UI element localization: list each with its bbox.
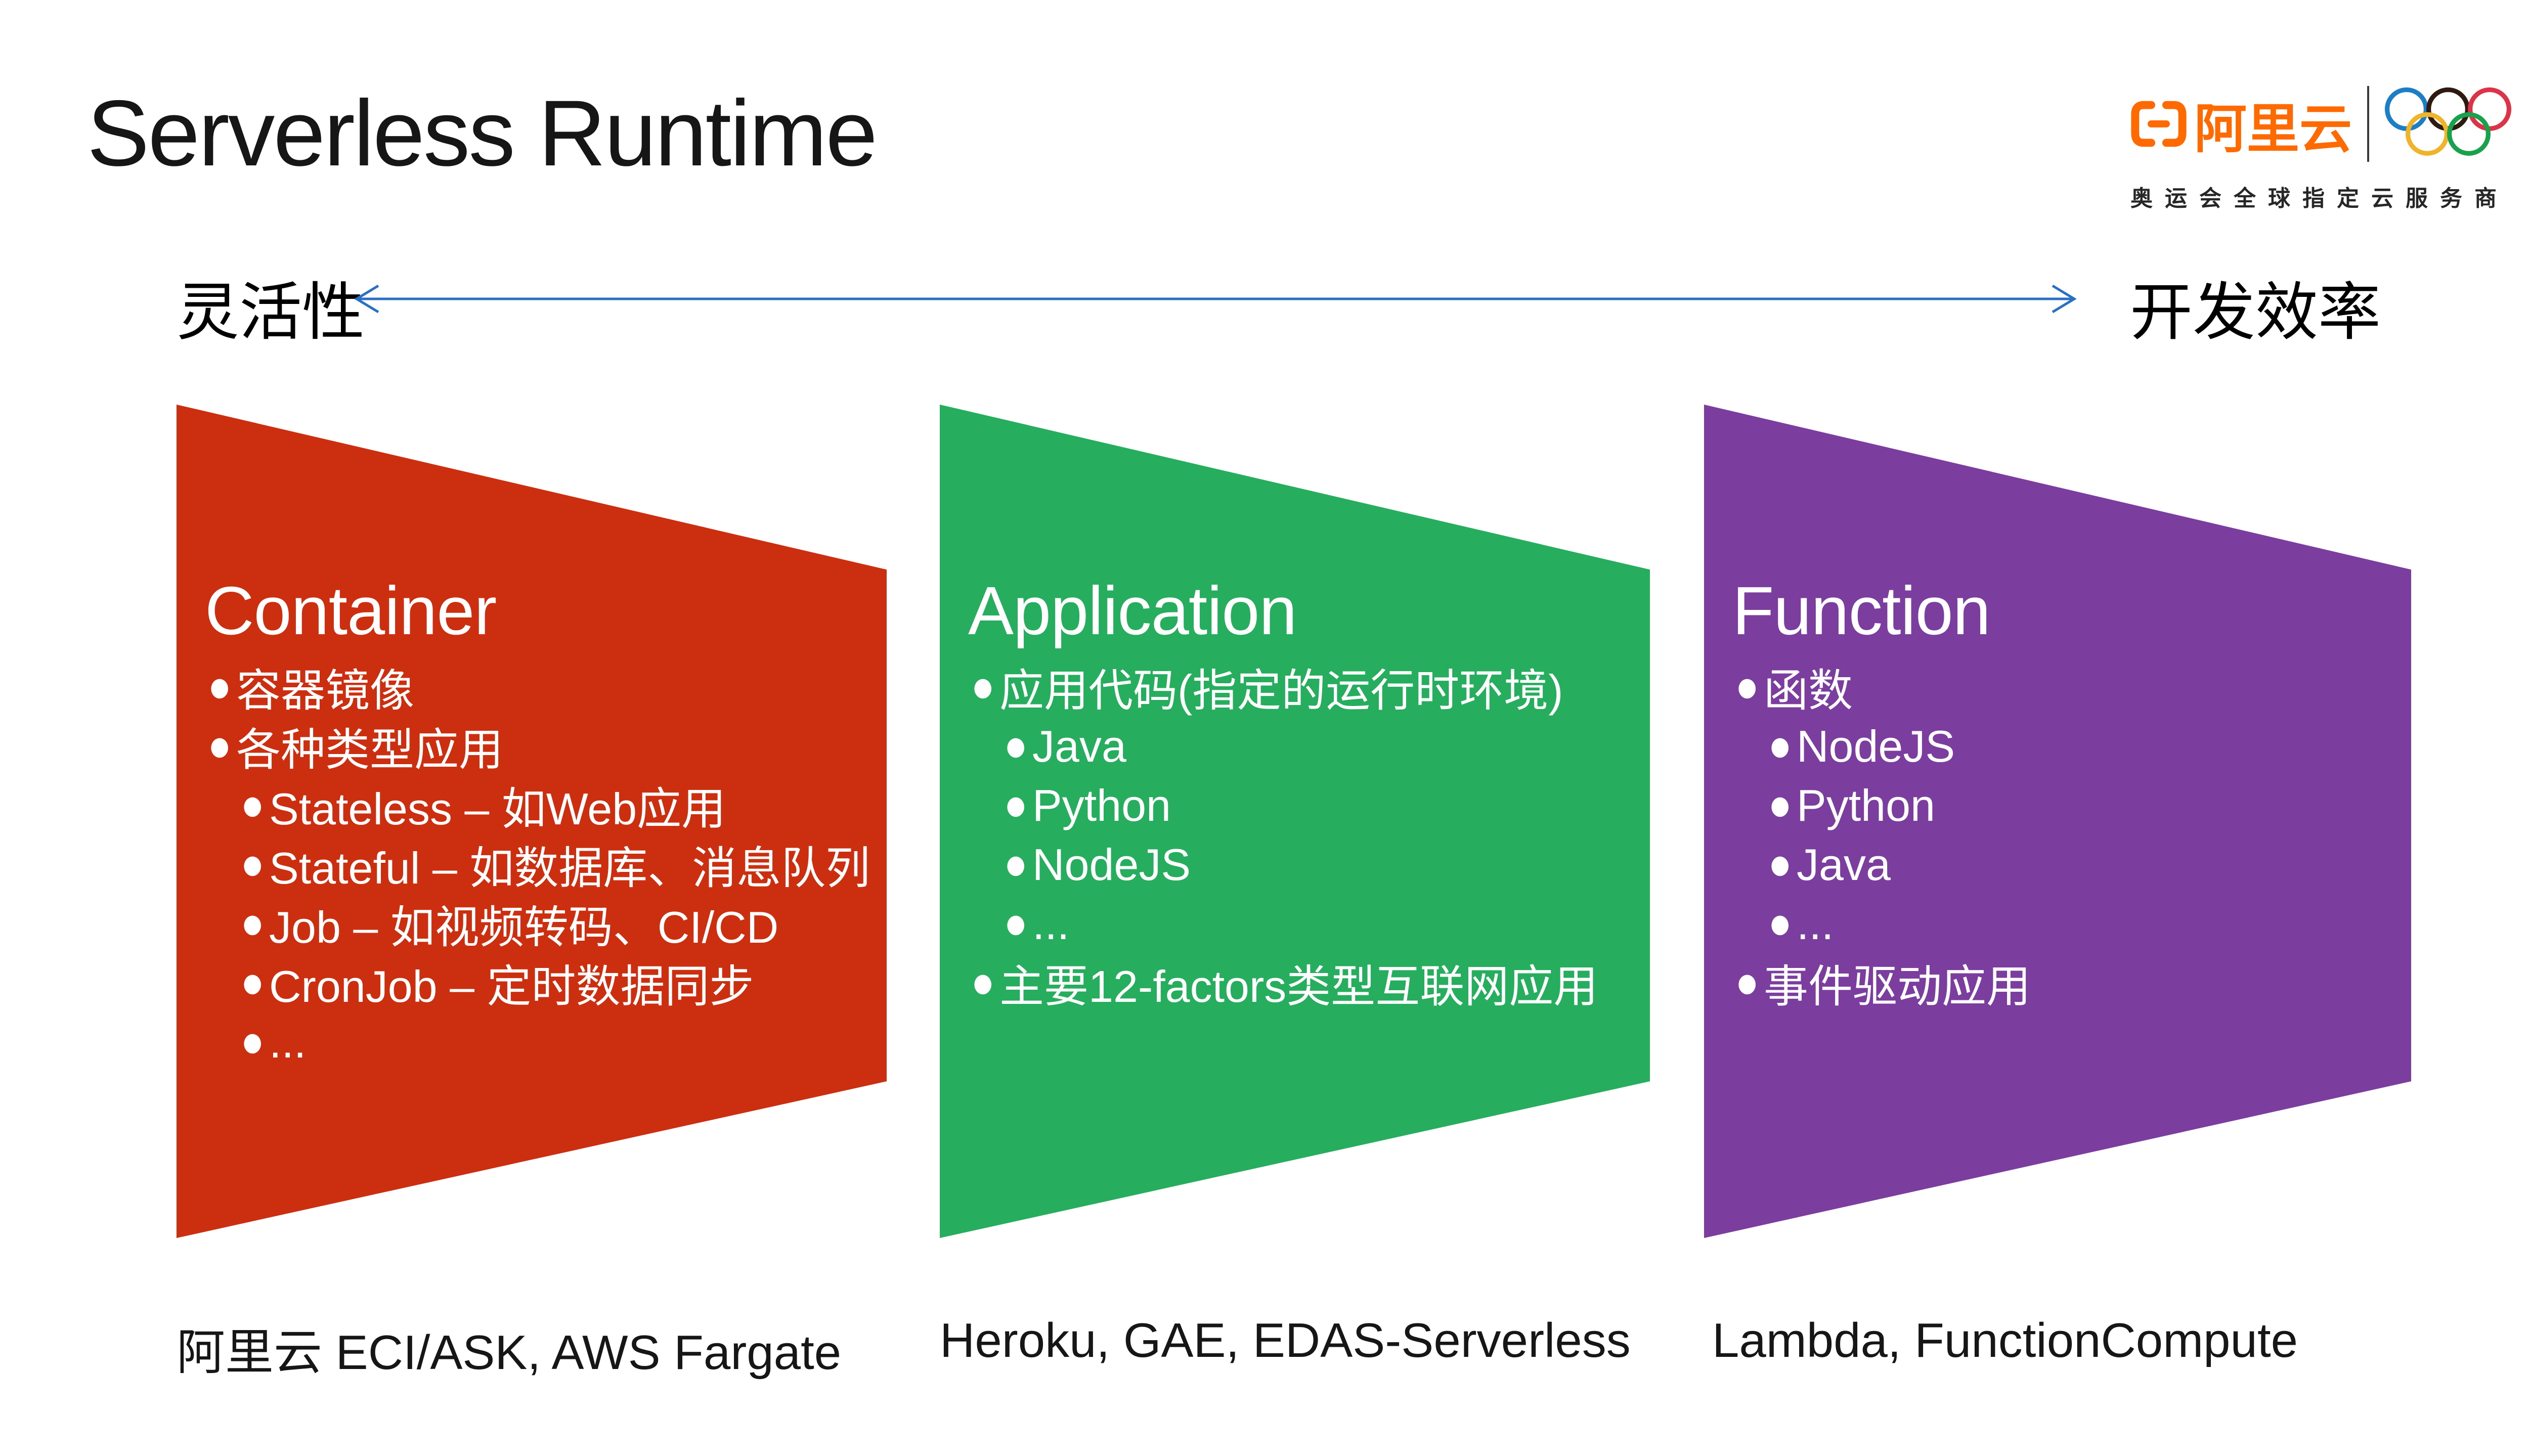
brand-divider [2367, 86, 2370, 162]
bullet-item: ●Java [1006, 721, 1126, 771]
bullet-item: ●... [1770, 898, 1834, 949]
axis-left-label: 灵活性 [177, 278, 365, 347]
bullet-dot-icon: ● [243, 790, 263, 820]
panel-heading: Function [1732, 572, 1991, 649]
panel-caption: Lambda, FunctionCompute [1712, 1313, 2298, 1367]
bullet-list: ●函数 ●NodeJS ●Python ●Java ●... ●事件驱动应用 [1704, 657, 2411, 1012]
bullet-dot-icon: ● [1737, 967, 1757, 998]
brand-row: 阿里云 [2130, 76, 2515, 172]
bullet-item: ●容器镜像 [210, 666, 415, 716]
bullet-dot-icon: ● [1770, 908, 1790, 939]
bullet-dot-icon: ● [1006, 731, 1026, 761]
bullet-dot-icon: ● [1737, 672, 1757, 702]
bullet-list: ●容器镜像 ●各种类型应用 ●Stateless – 如Web应用 ●State… [177, 657, 887, 1072]
brand-name: 阿里云 [2194, 100, 2352, 159]
bullet-dot-icon: ● [243, 908, 263, 939]
bullet-item: ●Java [1770, 839, 1891, 890]
bullet-item: ●Stateful – 如数据库、消息队列 [243, 843, 870, 893]
bullet-item: ●Python [1770, 780, 1935, 830]
alibaba-cloud-logo-icon [2131, 101, 2187, 147]
bullet-dot-icon: ● [243, 849, 263, 879]
bullet-item: ●主要12-factors类型互联网应用 [973, 961, 1598, 1011]
bullet-item: ●Python [1006, 780, 1171, 830]
bullet-item: ●... [1006, 898, 1070, 949]
bullet-dot-icon: ● [1006, 790, 1026, 820]
bullet-item: ●各种类型应用 [210, 725, 504, 775]
bullet-item: ●NodeJS [1770, 721, 1955, 771]
bullet-dot-icon: ● [210, 731, 230, 761]
bullet-item: ●NodeJS [1006, 839, 1191, 890]
bullet-dot-icon: ● [210, 672, 230, 702]
page-title: Serverless Runtime [87, 81, 878, 186]
bullet-item: ●... [243, 1017, 307, 1067]
panel-heading: Container [205, 572, 497, 649]
panel-heading: Application [968, 572, 1297, 649]
container-panel: Container ●容器镜像 ●各种类型应用 ●Stateless – 如We… [177, 405, 887, 1238]
bullet-dot-icon: ● [1006, 908, 1026, 939]
bullet-item: ●事件驱动应用 [1737, 961, 2031, 1011]
bullet-item: ●CronJob – 定时数据同步 [243, 961, 754, 1011]
bullet-item: ●Job – 如视频转码、CI/CD [243, 902, 779, 952]
bullet-item: ●应用代码(指定的运行时环境) [973, 666, 1563, 716]
bullet-dot-icon: ● [973, 672, 993, 702]
bullet-dot-icon: ● [1770, 790, 1790, 820]
olympic-rings-icon [2384, 87, 2512, 156]
bullet-dot-icon: ● [243, 967, 263, 998]
bullet-dot-icon: ● [973, 967, 993, 998]
bullet-dot-icon: ● [1770, 731, 1790, 761]
panel-caption: Heroku, GAE, EDAS-Serverless [940, 1313, 1631, 1367]
bullet-dot-icon: ● [243, 1027, 263, 1057]
double-arrow-icon [354, 284, 2077, 314]
brand-area: 阿里云 奥运会全球指定云服务商 [2130, 76, 2515, 212]
bullet-dot-icon: ● [1006, 849, 1026, 879]
bullet-item: ●函数 [1737, 666, 1853, 716]
brand-tagline: 奥运会全球指定云服务商 [2130, 186, 2509, 211]
function-panel: Function ●函数 ●NodeJS ●Python ●Java ●... … [1704, 405, 2411, 1238]
bullet-item: ●Stateless – 如Web应用 [243, 784, 726, 834]
axis-right-label: 开发效率 [2130, 278, 2381, 347]
panel-caption: 阿里云 ECI/ASK, AWS Fargate [177, 1326, 842, 1380]
application-panel: Application ●应用代码(指定的运行时环境) ●Java ●Pytho… [940, 405, 1650, 1238]
bullet-list: ●应用代码(指定的运行时环境) ●Java ●Python ●NodeJS ●.… [940, 657, 1650, 1012]
bullet-dot-icon: ● [1770, 849, 1790, 879]
